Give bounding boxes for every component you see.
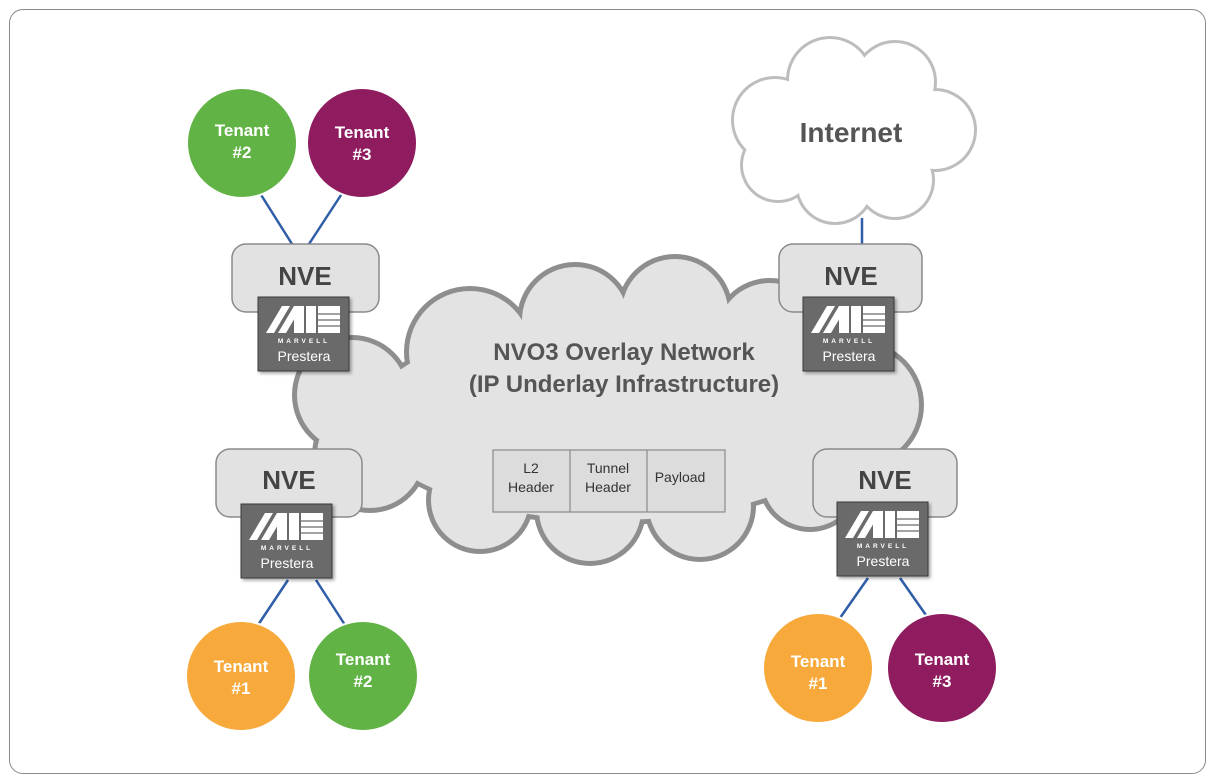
link-nve-bottom-right-tenant3 — [898, 577, 930, 619]
tenant-label-line2: #1 — [232, 679, 251, 698]
nve-label: NVE — [858, 465, 911, 495]
tenant-3-bottom-right: Tenant #3 — [886, 612, 998, 724]
marvell-logo-icon — [845, 511, 919, 538]
marvell-logo-icon — [266, 306, 340, 333]
link-tenant3-nve-top-left — [307, 191, 345, 245]
internet-label: Internet — [800, 117, 903, 148]
packet-field-tunnel-line2: Header — [585, 479, 631, 495]
tenant-label-line1: Tenant — [335, 123, 390, 142]
tenant-label-line2: #2 — [233, 143, 252, 162]
nve-node-top-right: NVE MARVELL Prestera — [778, 243, 923, 372]
packet-field-payload: Payload — [655, 469, 706, 485]
marvell-logo-icon — [249, 513, 323, 540]
overlay-network-cloud: NVO3 Overlay Network (IP Underlay Infras… — [292, 254, 924, 566]
nve-node-bottom-left: NVE MARVELL Prestera — [215, 448, 363, 579]
tenant-label-line1: Tenant — [336, 650, 391, 669]
tenant-1-bottom-right: Tenant #1 — [762, 612, 874, 724]
nve-node-bottom-right: NVE MARVELL Prestera — [812, 448, 958, 577]
internet-cloud: Internet — [731, 36, 977, 225]
overlay-title-line2: (IP Underlay Infrastructure) — [469, 371, 779, 398]
overlay-title-line1: NVO3 Overlay Network — [493, 339, 755, 366]
link-nve-bottom-left-tenant2 — [314, 579, 347, 626]
packet-field-l2-line2: Header — [508, 479, 554, 495]
tenant-label-line1: Tenant — [215, 121, 270, 140]
chip-brand: MARVELL — [261, 545, 313, 552]
tenant-label-line2: #3 — [933, 672, 952, 691]
packet-format: L2 Header Tunnel Header Payload — [492, 449, 726, 513]
link-tenant2-nve-top-left — [256, 189, 294, 245]
nve-label: NVE — [278, 261, 331, 291]
packet-field-l2-line1: L2 — [523, 460, 539, 476]
nve-label: NVE — [262, 465, 315, 495]
tenant-label-line2: #3 — [353, 145, 372, 164]
tenant-3-top: Tenant #3 — [306, 87, 418, 199]
tenant-2-bottom-left: Tenant #2 — [307, 620, 419, 732]
chip-product: Prestera — [278, 348, 331, 364]
chip-product: Prestera — [261, 555, 314, 571]
chip-brand: MARVELL — [278, 338, 330, 345]
chip-product: Prestera — [823, 348, 876, 364]
link-nve-bottom-left-tenant1 — [256, 579, 290, 626]
tenant-label-line2: #1 — [809, 674, 828, 693]
marvell-prestera-chip: MARVELL Prestera — [257, 296, 350, 372]
tenant-1-bottom-left: Tenant #1 — [185, 620, 297, 732]
marvell-prestera-chip: MARVELL Prestera — [802, 296, 895, 372]
tenant-label-line1: Tenant — [791, 652, 846, 671]
chip-brand: MARVELL — [857, 543, 909, 550]
marvell-prestera-chip: MARVELL Prestera — [836, 501, 929, 577]
nve-node-top-left: NVE MARVELL Prestera — [231, 243, 380, 372]
chip-brand: MARVELL — [823, 338, 875, 345]
tenant-label-line2: #2 — [354, 672, 373, 691]
links — [256, 189, 930, 626]
link-nve-bottom-right-tenant1 — [838, 577, 870, 619]
nve-label: NVE — [824, 261, 877, 291]
marvell-logo-icon — [811, 306, 885, 333]
tenant-label-line1: Tenant — [214, 657, 269, 676]
marvell-prestera-chip: MARVELL Prestera — [240, 503, 333, 579]
chip-product: Prestera — [857, 553, 910, 569]
packet-field-tunnel-line1: Tunnel — [587, 460, 629, 476]
tenant-2-top: Tenant #2 — [186, 87, 298, 199]
tenant-label-line1: Tenant — [915, 650, 970, 669]
